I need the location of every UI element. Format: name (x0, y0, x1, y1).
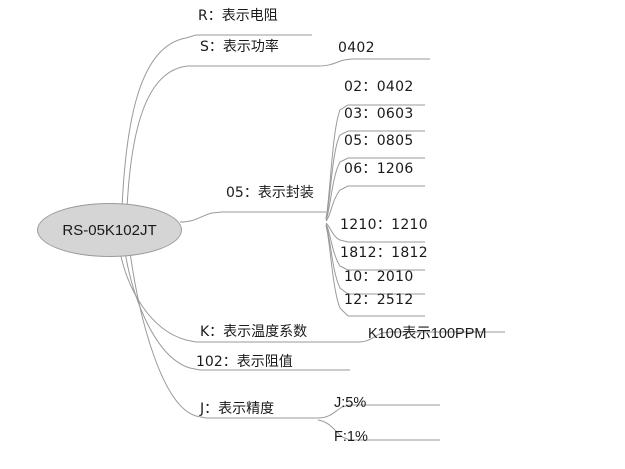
link-pkg-to-0603 (325, 130, 425, 220)
leaf-label-pkg-05[interactable]: 05：0805 (344, 133, 414, 149)
link-pkg-to-1206 (325, 185, 425, 222)
leaf-label-k100[interactable]: K100表示100PPM (368, 326, 487, 342)
leaf-label-s-0402[interactable]: 0402 (338, 40, 375, 56)
link-root-to-s (126, 65, 318, 209)
link-root-to-j (129, 251, 318, 419)
leaf-label-pkg-02[interactable]: 02：0402 (344, 79, 414, 95)
leaf-label-pkg-12[interactable]: 12：2512 (344, 292, 414, 308)
link-root-to-r (121, 34, 312, 209)
leaf-label-pkg-03[interactable]: 03：0603 (344, 106, 414, 122)
link-root-to-k (119, 251, 358, 343)
link-s-to-0402 (317, 58, 430, 67)
branch-label-package[interactable]: 05：表示封装 (226, 185, 314, 201)
link-pkg-to-2512 (325, 225, 425, 317)
leaf-label-pkg-1812[interactable]: 1812：1812 (340, 245, 428, 261)
link-j-to-j5 (317, 404, 440, 419)
branch-label-j[interactable]: J：表示精度 (200, 401, 275, 417)
leaf-label-pkg-06[interactable]: 06：1206 (344, 161, 414, 177)
link-pkg-to-1812 (325, 223, 425, 271)
link-pkg-to-1210 (325, 222, 425, 243)
link-pkg-to-0805 (325, 157, 425, 221)
branch-label-r[interactable]: R：表示电阻 (198, 8, 278, 24)
link-j-to-f1 (317, 419, 440, 441)
branch-label-resistance[interactable]: 102：表示阻值 (196, 354, 293, 370)
link-root-to-pkg (179, 211, 326, 223)
branch-label-k[interactable]: K：表示温度系数 (200, 324, 308, 340)
root-node[interactable]: RS-05K102JT (37, 203, 182, 257)
link-root-to-res (124, 251, 350, 371)
leaf-label-pkg-10[interactable]: 10：2010 (344, 269, 414, 285)
link-pkg-to-2010 (325, 224, 425, 295)
branch-label-s[interactable]: S：表示功率 (200, 39, 279, 55)
leaf-label-pkg-1210[interactable]: 1210：1210 (340, 217, 428, 233)
link-k-to-k100 (357, 331, 505, 343)
leaf-label-j5[interactable]: J:5% (334, 395, 367, 411)
leaf-label-f1[interactable]: F:1% (334, 429, 368, 445)
root-node-label: RS-05K102JT (62, 221, 157, 239)
